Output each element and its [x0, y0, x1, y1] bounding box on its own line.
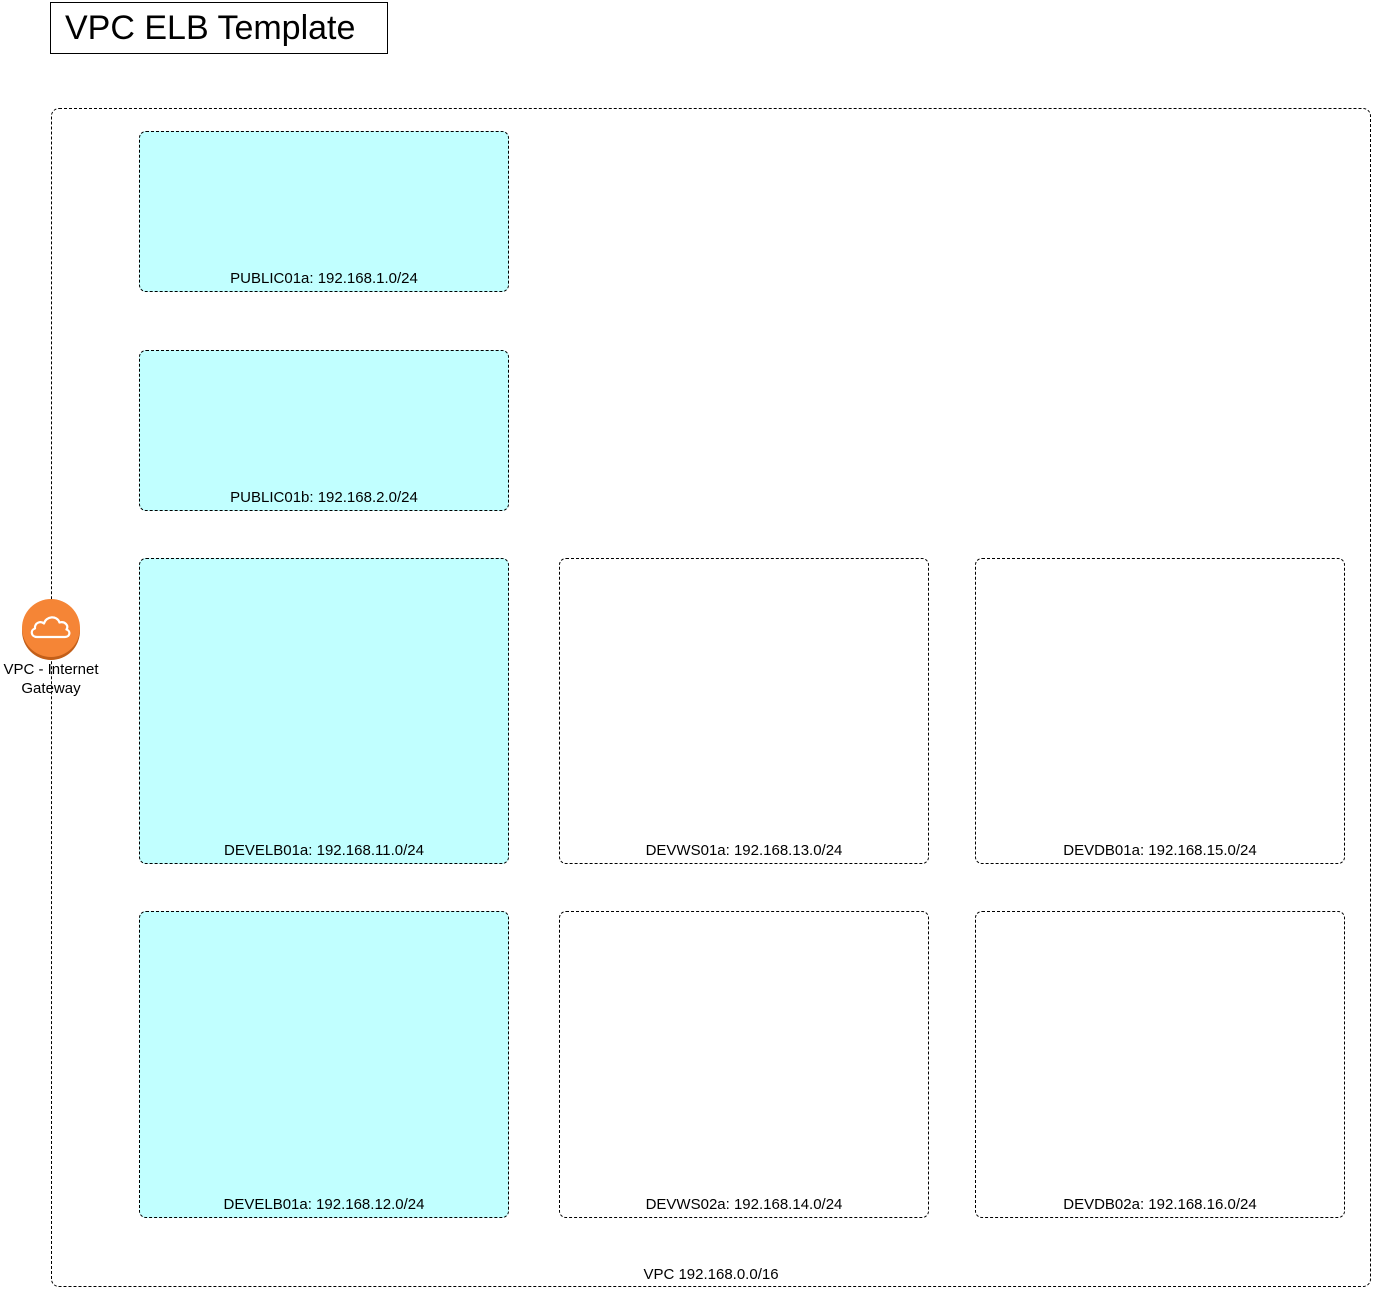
subnet-label: DEVELB01a: 192.168.12.0/24: [223, 1196, 425, 1213]
subnet-label: DEVWS01a: 192.168.13.0/24: [645, 842, 843, 859]
diagram-title: VPC ELB Template: [50, 2, 388, 54]
subnet-develb01a-11: DEVELB01a: 192.168.11.0/24: [139, 558, 509, 864]
subnet-public01a: PUBLIC01a: 192.168.1.0/24: [139, 131, 509, 292]
subnet-label: PUBLIC01b: 192.168.2.0/24: [230, 489, 418, 506]
subnet-devws02a: DEVWS02a: 192.168.14.0/24: [559, 911, 929, 1218]
vpc-container: VPC 192.168.0.0/16: [51, 108, 1371, 1287]
subnet-devdb01a: DEVDB01a: 192.168.15.0/24: [975, 558, 1345, 864]
cloud-icon: [22, 599, 80, 660]
subnet-devdb02a: DEVDB02a: 192.168.16.0/24: [975, 911, 1345, 1218]
subnet-label: DEVDB01a: 192.168.15.0/24: [1063, 842, 1257, 859]
subnet-devws01a: DEVWS01a: 192.168.13.0/24: [559, 558, 929, 864]
subnet-public01b: PUBLIC01b: 192.168.2.0/24: [139, 350, 509, 511]
subnet-label: DEVWS02a: 192.168.14.0/24: [645, 1196, 843, 1213]
subnet-label: PUBLIC01a: 192.168.1.0/24: [230, 270, 418, 287]
gateway-label: VPC - Internet Gateway: [3, 661, 99, 697]
subnet-develb01a-12: DEVELB01a: 192.168.12.0/24: [139, 911, 509, 1218]
subnet-label: DEVDB02a: 192.168.16.0/24: [1063, 1196, 1257, 1213]
vpc-label: VPC 192.168.0.0/16: [643, 1266, 779, 1283]
subnet-label: DEVELB01a: 192.168.11.0/24: [224, 842, 424, 859]
